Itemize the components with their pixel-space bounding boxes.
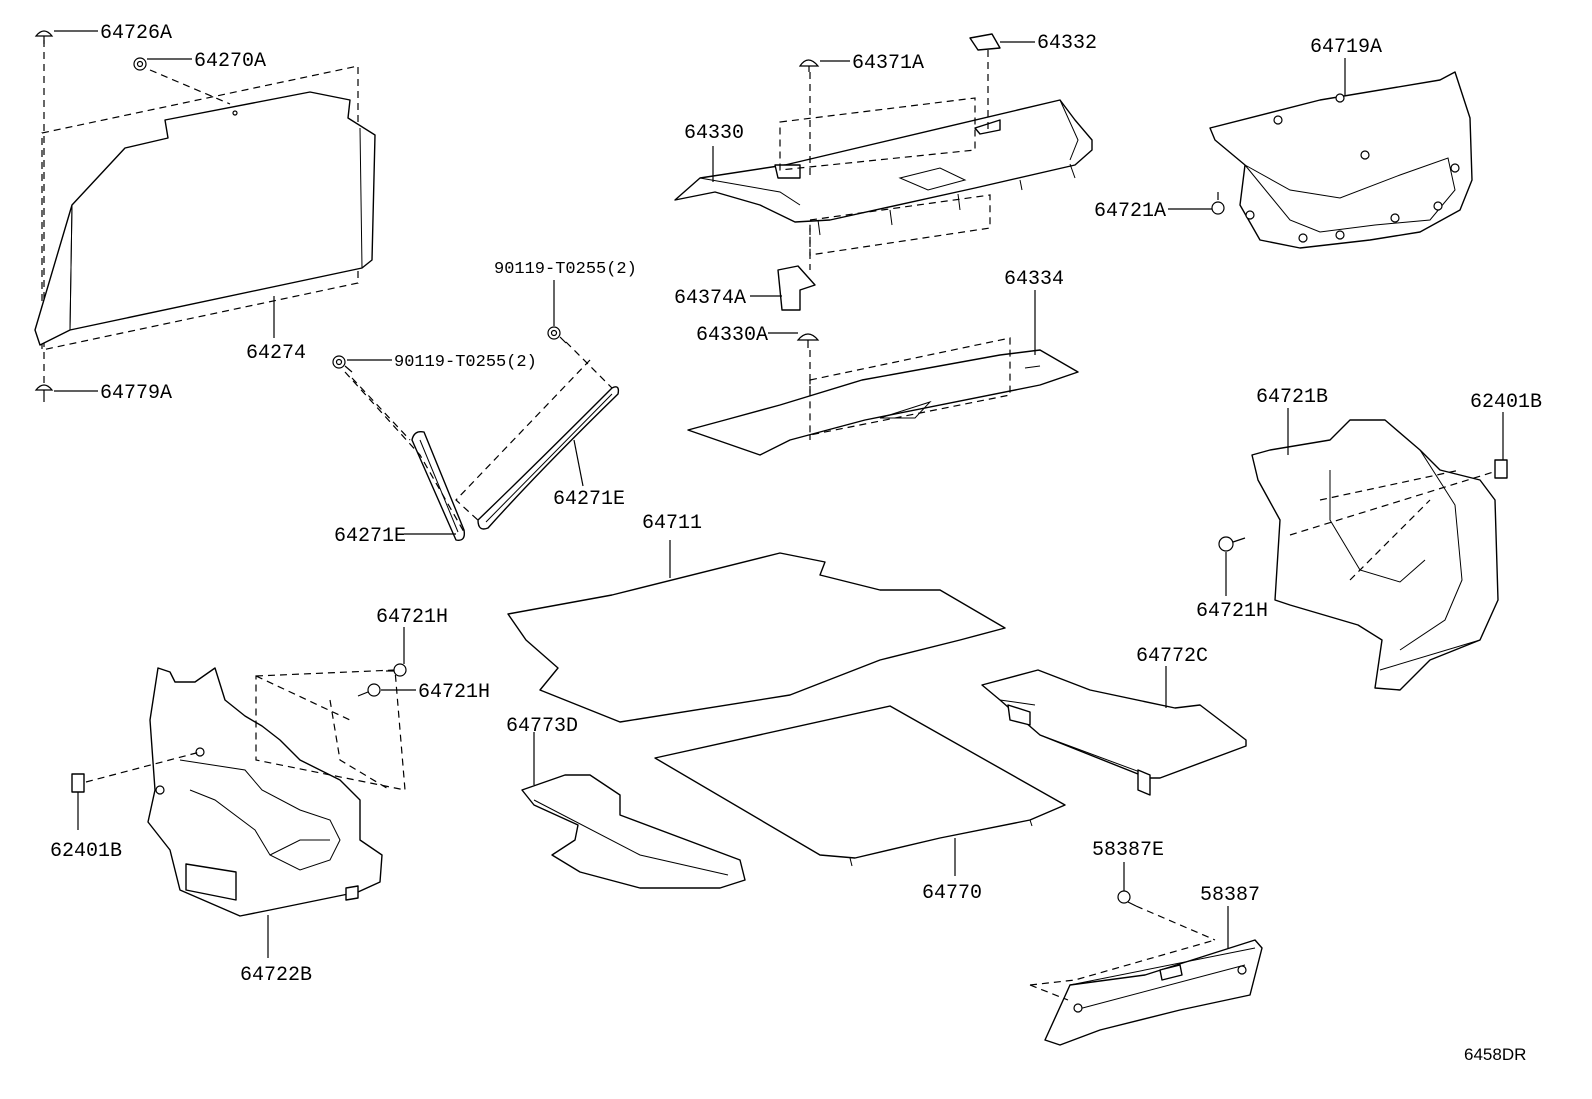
label-64772C: 64772C [1136,645,1208,668]
label-64274: 64274 [246,342,306,365]
label-64721A: 64721A [1094,200,1166,223]
label-64721H-mid: 64721H [418,681,490,704]
label-62401B-left: 62401B [50,840,122,863]
label-90119-left: 90119-T0255(2) [394,353,537,372]
screw-64270A[interactable] [133,57,192,71]
mat-64711[interactable] [507,540,1006,723]
label-62401B-right: 62401B [1470,391,1542,414]
trim-64773D[interactable] [521,732,746,889]
screw-64721A[interactable] [1168,192,1225,215]
mat-64770[interactable] [654,705,1066,876]
clip-64721H-top[interactable] [386,627,407,677]
label-64722B: 64722B [240,964,312,987]
sill-plate-58387[interactable] [1029,906,1263,1046]
stay-dashes [344,341,613,533]
stay-64271E-right[interactable] [477,386,620,530]
label-64779A: 64779A [100,382,172,405]
label-64721H-top: 64721H [376,606,448,629]
side-trim-64722B[interactable] [147,667,406,958]
label-64270A: 64270A [194,50,266,73]
clip-64726A[interactable] [34,30,98,44]
cap-64332[interactable] [969,33,1035,51]
label-64711: 64711 [642,512,702,535]
label-64770: 64770 [922,882,982,905]
label-64721H-right: 64721H [1196,600,1268,623]
label-64271E-right: 64271E [553,488,625,511]
side-trim-64721B[interactable] [1251,408,1501,691]
bolt-90119-left[interactable] [332,355,392,373]
clip-64779A[interactable] [34,384,98,402]
label-64271E-left: 64271E [334,525,406,548]
label-64726A: 64726A [100,22,172,45]
label-58387E: 58387E [1092,839,1164,862]
label-64332: 64332 [1037,32,1097,55]
label-64719A: 64719A [1310,36,1382,59]
reference-code: 6458DR [1464,1045,1526,1064]
label-64334: 64334 [1004,268,1064,291]
clip-64330A[interactable] [768,332,820,348]
label-64371A: 64371A [852,52,924,75]
label-64330: 64330 [684,122,744,145]
lid-trim-64719A[interactable] [1209,58,1473,249]
panel-64274[interactable] [34,40,376,390]
label-58387: 58387 [1200,884,1260,907]
clip-62401B-right[interactable] [1494,412,1508,479]
label-64773D: 64773D [506,715,578,738]
leader-64271E-right [573,439,584,487]
silencer-64334[interactable] [687,290,1079,456]
label-90119-right: 90119-T0255(2) [494,260,637,279]
clip-64721H-right[interactable] [1218,536,1246,596]
label-64721B: 64721B [1256,386,1328,409]
clip-64371A[interactable] [798,59,850,72]
bolt-90119-right[interactable] [547,280,567,344]
label-64374A: 64374A [674,287,746,310]
tray-64330[interactable] [674,99,1093,236]
clip-64721H-mid[interactable] [357,683,416,697]
label-64330A: 64330A [696,324,768,347]
clip-62401B-left[interactable] [71,751,201,830]
bracket-64374A[interactable] [750,265,816,311]
trim-64772C[interactable] [981,666,1247,796]
clip-58387E[interactable] [1117,862,1216,941]
